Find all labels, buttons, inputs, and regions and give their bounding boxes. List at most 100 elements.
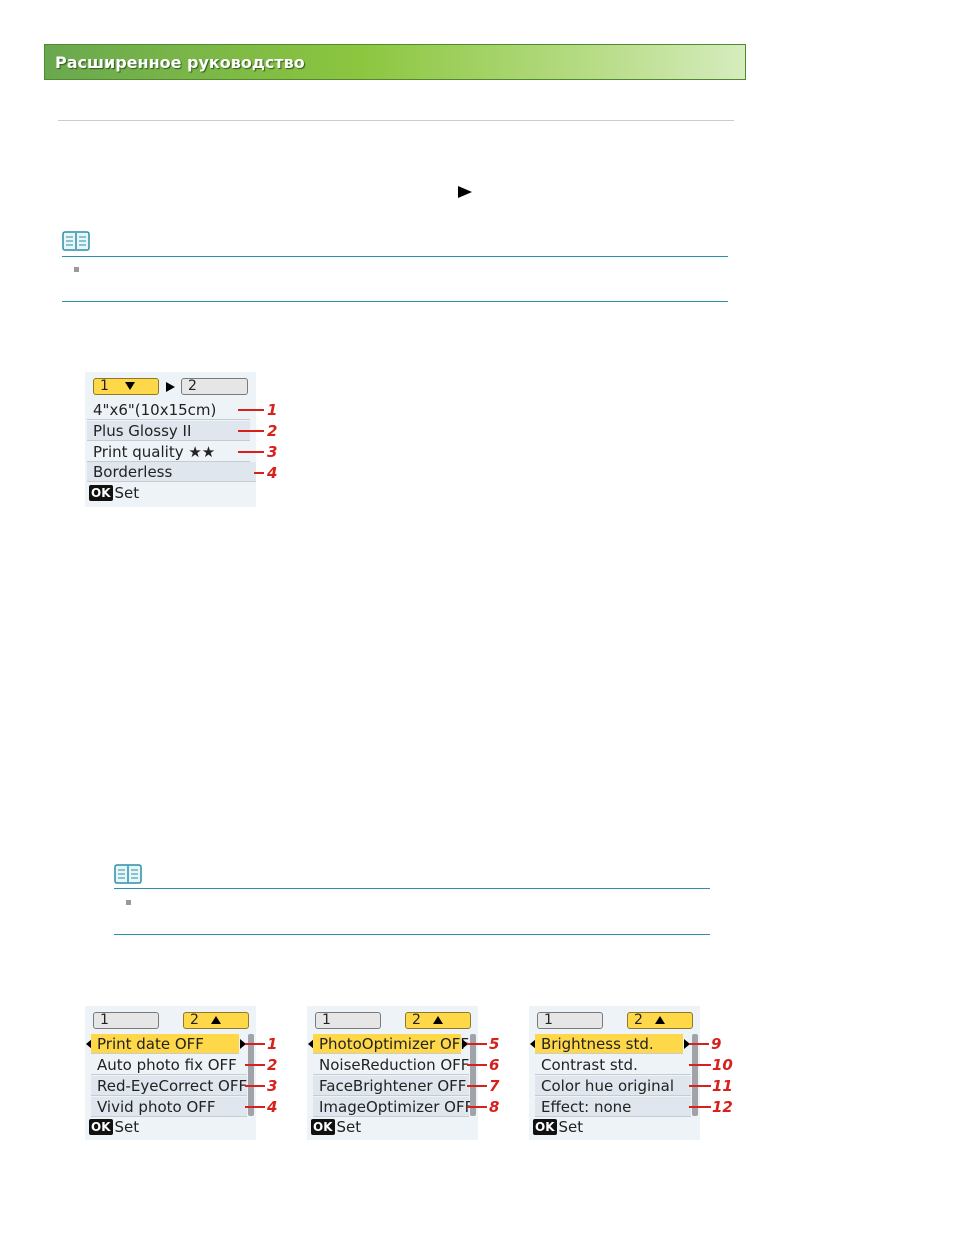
tab-page-2-label: 2: [634, 1012, 643, 1028]
lcd-row-media-type: Plus Glossy II: [87, 421, 250, 441]
lcd-row-label: 4"x6"(10x15cm): [93, 401, 217, 419]
lcd-screen-page1: 1 2 4"x6"(10x15cm) Plus Glossy II Print …: [85, 372, 256, 507]
play-arrow-icon: [458, 186, 472, 198]
note-book-icon: [62, 231, 90, 251]
lcd-row-label: FaceBrightener OFF: [319, 1077, 467, 1095]
lcd-row-label: ImageOptimizer OFF: [319, 1098, 474, 1116]
callout-number: 8: [489, 1098, 500, 1116]
lcd-row-setting: Effect: none: [535, 1097, 691, 1117]
callout-line: [238, 430, 264, 432]
callout-number: 10: [712, 1056, 733, 1074]
callout-line: [254, 472, 264, 474]
right-caret-icon: [684, 1039, 690, 1049]
callout-number: 3: [267, 443, 278, 461]
ok-button-icon: OK: [533, 1119, 557, 1135]
right-caret-icon: [240, 1039, 246, 1049]
callout-line: [467, 1064, 487, 1066]
lcd-row-label: Auto photo fix OFF: [97, 1056, 237, 1074]
note-bottom-rule: [114, 934, 710, 935]
tab-arrow-icon: [166, 382, 175, 392]
note-book-icon: [114, 864, 142, 884]
tab-page-1-label: 1: [100, 378, 109, 394]
callout-line: [689, 1106, 711, 1108]
lcd-row-label: NoiseReduction OFF: [319, 1056, 470, 1074]
manual-title: Расширенное руководство: [55, 53, 305, 72]
left-caret-icon: [86, 1039, 92, 1049]
triangle-up-icon: [210, 1016, 221, 1024]
lcd-row-setting: Print date OFF: [91, 1034, 239, 1054]
callout-number: 2: [267, 422, 278, 440]
lcd-scrollbar: [248, 1034, 254, 1116]
callout-number: 1: [267, 401, 278, 419]
tab-page-1-label: 1: [100, 1012, 109, 1028]
lcd-row-label: Color hue original: [541, 1077, 675, 1095]
triangle-down-icon: [124, 382, 135, 390]
callout-number: 11: [712, 1077, 733, 1095]
lcd-row-label: Vivid photo OFF: [97, 1098, 216, 1116]
note-top-rule: [62, 256, 728, 257]
callout-line: [689, 1085, 711, 1087]
callout-number: 4: [267, 1098, 278, 1116]
callout-line: [467, 1106, 487, 1108]
callout-line: [689, 1043, 709, 1045]
callout-number: 9: [711, 1035, 722, 1053]
tab-page-1: 1: [93, 1012, 159, 1029]
lcd-row-setting: Brightness std.: [535, 1034, 683, 1054]
callout-number: 1: [267, 1035, 278, 1053]
lcd-row-print-quality: Print quality ★★: [87, 442, 250, 462]
lcd-row-setting: Color hue original: [535, 1076, 691, 1096]
tab-page-2-label: 2: [188, 378, 197, 394]
tab-page-2: 2: [405, 1012, 471, 1029]
lcd-scrollbar: [692, 1034, 698, 1116]
manual-header-bar: Расширенное руководство: [44, 44, 746, 80]
left-caret-icon: [308, 1039, 314, 1049]
lcd-row-setting: NoiseReduction OFF: [313, 1055, 469, 1075]
callout-line: [238, 451, 264, 453]
tab-page-2-label: 2: [190, 1012, 199, 1028]
lcd-row-setting: PhotoOptimizer OFF: [313, 1034, 469, 1054]
callout-number: 4: [267, 464, 278, 482]
callout-line: [245, 1106, 265, 1108]
ok-button-icon: OK: [89, 1119, 113, 1135]
lcd-row-setting: FaceBrightener OFF: [313, 1076, 469, 1096]
tab-page-1-label: 1: [322, 1012, 331, 1028]
lcd-row-setting: ImageOptimizer OFF: [313, 1097, 473, 1117]
callout-number: 2: [267, 1056, 278, 1074]
lcd-row-label: Contrast std.: [541, 1056, 638, 1074]
lcd-row-label: Borderless: [93, 463, 173, 481]
lcd-footer: OK Set: [89, 483, 139, 503]
tab-page-1: 1: [537, 1012, 603, 1029]
lcd-scrollbar: [470, 1034, 476, 1116]
lcd-row-paper-size: 4"x6"(10x15cm): [87, 400, 250, 420]
tab-page-2: 2: [627, 1012, 693, 1029]
note-bullet: [126, 900, 131, 905]
triangle-up-icon: [432, 1016, 443, 1024]
callout-line: [245, 1043, 265, 1045]
ok-button-icon: OK: [89, 485, 113, 501]
callout-line: [245, 1064, 265, 1066]
lcd-row-label: Brightness std.: [541, 1035, 654, 1053]
right-caret-icon: [462, 1039, 468, 1049]
tab-page-2: 2: [183, 1012, 249, 1029]
callout-line: [467, 1085, 487, 1087]
callout-line: [238, 409, 264, 411]
callout-number: 12: [712, 1098, 733, 1116]
tab-page-2-label: 2: [412, 1012, 421, 1028]
callout-line: [245, 1085, 265, 1087]
footer-set-label: Set: [114, 1118, 140, 1136]
footer-set-label: Set: [114, 484, 140, 502]
left-caret-icon: [530, 1039, 536, 1049]
callout-line: [467, 1043, 487, 1045]
lcd-row-borderless: Borderless: [87, 462, 256, 482]
lcd-row-setting: Contrast std.: [535, 1055, 691, 1075]
callout-number: 7: [489, 1077, 500, 1095]
tab-page-1-label: 1: [544, 1012, 553, 1028]
note-top-rule: [114, 888, 710, 889]
lcd-row-setting: Vivid photo OFF: [91, 1097, 247, 1117]
